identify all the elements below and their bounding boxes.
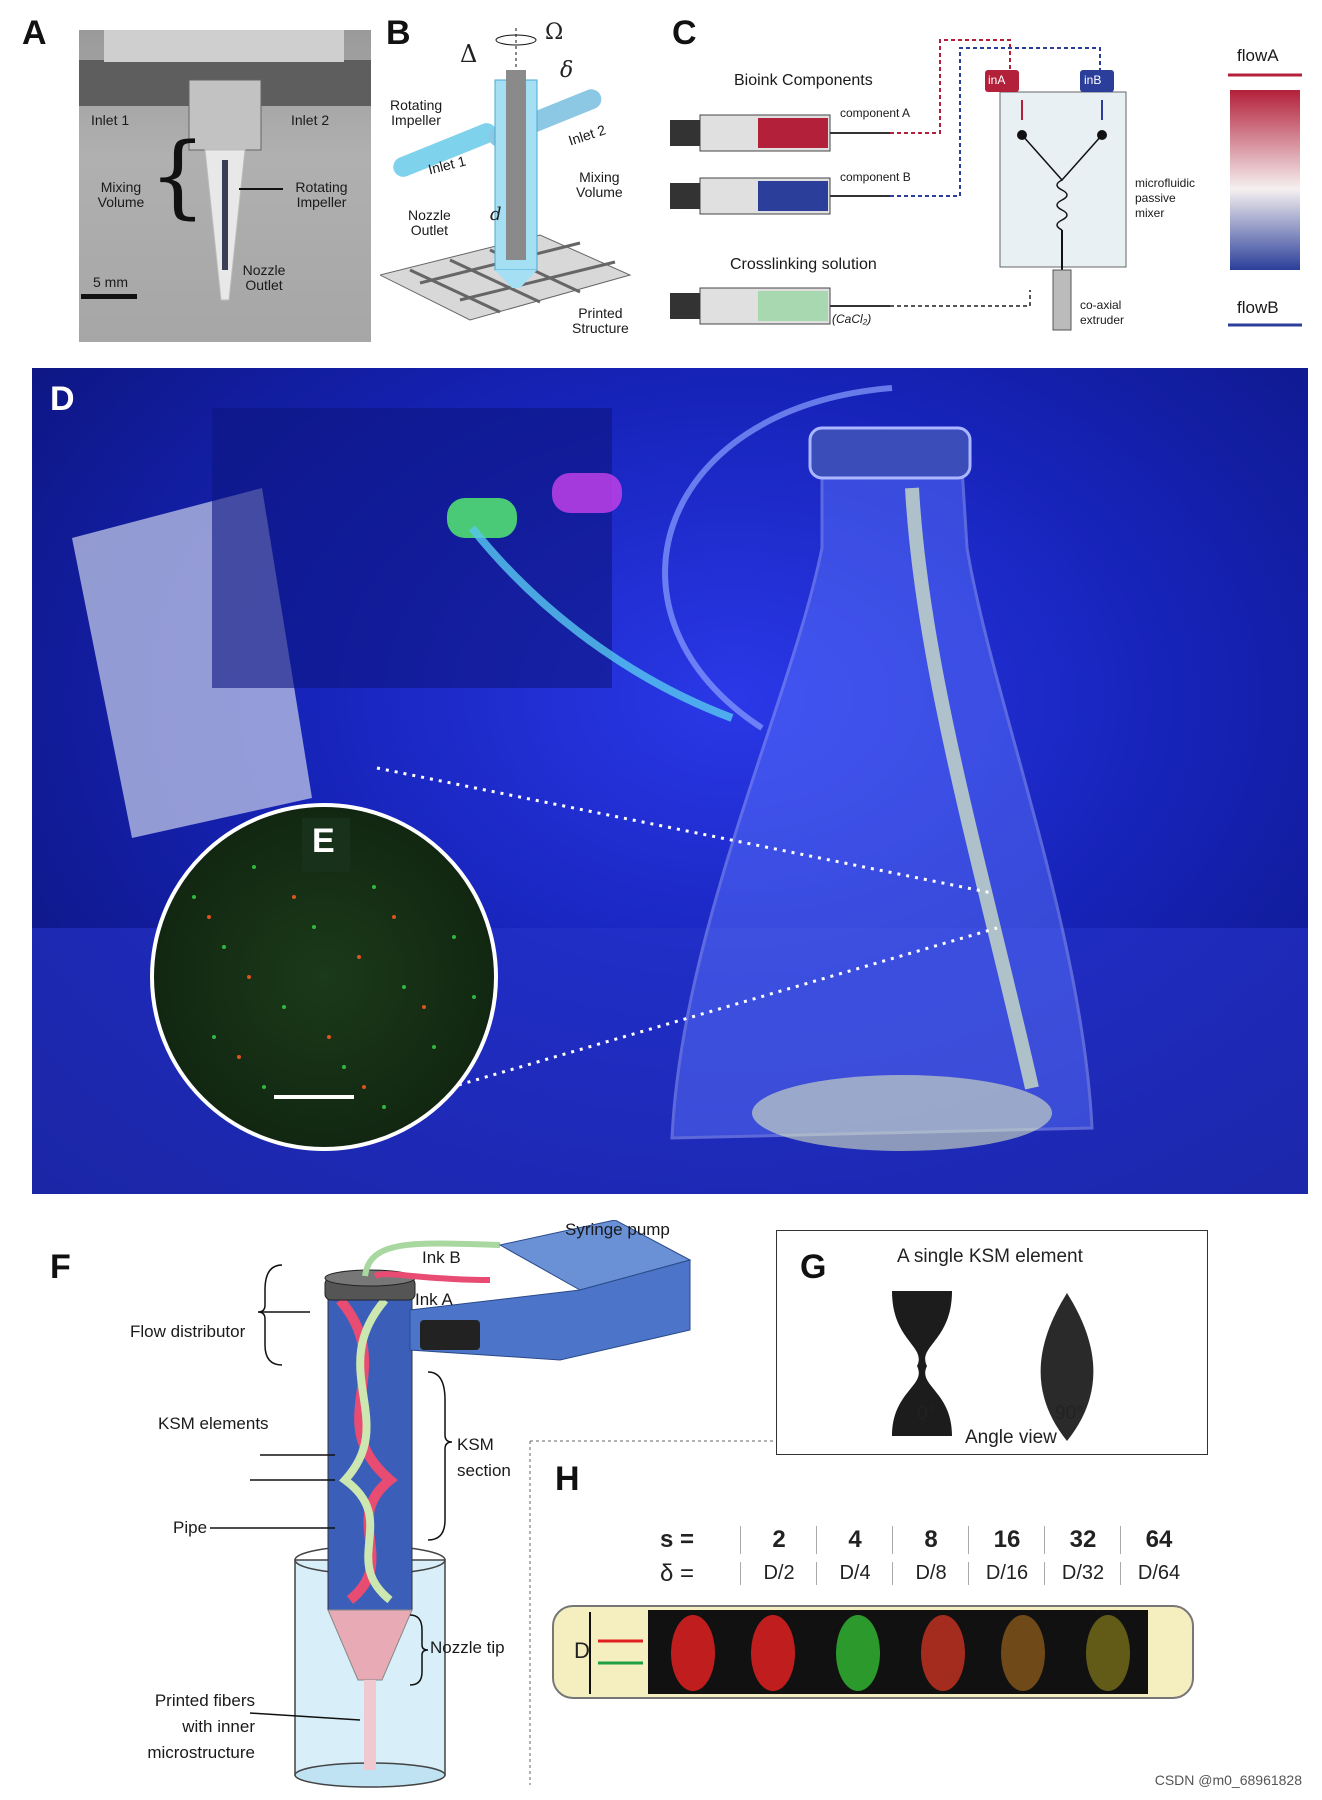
h-s-value: 4 <box>816 1526 893 1554</box>
nozzle-outlet-label: Nozzle Outlet <box>242 262 286 293</box>
cacl2-label: (CaCl₂) <box>832 312 872 326</box>
printed-structure-label: Printed Structure <box>572 305 629 336</box>
s-row-label: s = <box>660 1526 695 1553</box>
panel-label-h: H <box>555 1460 580 1498</box>
flow-distributor-label: Flow distributor <box>130 1322 246 1341</box>
h-s-value: 32 <box>1044 1526 1121 1554</box>
angle-0-label: 0° <box>917 1403 936 1424</box>
angle-90-label: 90° <box>1055 1403 1084 1424</box>
diameter-d-label: D <box>574 1638 590 1663</box>
component-b-label: component B <box>840 170 911 184</box>
h-s-value: 8 <box>892 1526 969 1554</box>
h-delta-value: D/32 <box>1044 1562 1121 1585</box>
mixing-volume-label: Mixing Volume <box>97 179 145 210</box>
panel-label-c: C <box>672 14 697 52</box>
flask-scene-illustration <box>32 385 1308 1194</box>
h-delta-value: D/16 <box>968 1562 1045 1585</box>
panel-e-label-bg <box>302 818 350 872</box>
watermark: CSDN @m0_68961828 <box>1154 1772 1302 1788</box>
panel-label-g: G <box>800 1248 827 1286</box>
panel-b-diagram: Δ Ω δ Rotating Impeller Inlet 1 Inlet 2 … <box>378 20 645 340</box>
h-delta-value: D/2 <box>740 1562 817 1585</box>
ink-b-label: Ink B <box>422 1248 461 1267</box>
crosslinking-label: Crosslinking solution <box>730 256 877 273</box>
component-a-label: component A <box>840 106 911 120</box>
delta-big-symbol: Δ <box>460 40 478 68</box>
mixing-brace: { <box>149 124 207 229</box>
panel-label-b: B <box>386 14 411 52</box>
impeller-arrow <box>239 188 283 190</box>
ksm-element-title: A single KSM element <box>897 1246 1083 1267</box>
angle-view-label: Angle view <box>965 1427 1057 1448</box>
panel-label-f: F <box>50 1248 71 1286</box>
inlet1-label: Inlet 1 <box>91 112 130 128</box>
bioink-components-label: Bioink Components <box>734 72 873 89</box>
panel-label-a: A <box>22 14 47 52</box>
panel-c-diagram: Bioink Components component A component … <box>670 20 1310 340</box>
h-delta-value: D/64 <box>1120 1562 1197 1585</box>
passive-mixer-label: microfluidic passive mixer <box>1135 176 1196 220</box>
panel-f-diagram: Ink B Ink A Syringe pump Flow distributo… <box>110 1219 710 1790</box>
h-s-value: 64 <box>1120 1526 1197 1554</box>
h-delta-value: D/8 <box>892 1562 969 1585</box>
nozzle-photo-illustration <box>79 30 371 301</box>
panel-g-box: A single KSM element 0° 90° Angle view <box>776 1230 1208 1455</box>
extruder-label: co-axial extruder <box>1080 298 1125 327</box>
h-s-value: 16 <box>968 1526 1045 1554</box>
ksm-element-views <box>892 1291 1094 1441</box>
zoom-lines <box>376 766 998 1102</box>
printed-fibers-label: Printed fibers with inner microstructure <box>147 1691 255 1762</box>
flow-b-label: flowB <box>1237 298 1279 317</box>
panel-label-d: D <box>50 380 75 418</box>
delta-small-symbol: δ <box>560 58 574 83</box>
scale-bar-label: 5 mm <box>93 274 128 290</box>
ksm-elements-label: KSM elements <box>158 1414 269 1433</box>
g-h-connector <box>529 1440 776 1785</box>
ink-a-label: Ink A <box>415 1290 453 1309</box>
rotating-impeller-label: Rotating Impeller <box>295 179 348 210</box>
ksm-series-illustration <box>552 1605 1194 1699</box>
delta-row-label: δ = <box>660 1560 695 1587</box>
microfluidic-schematic <box>670 39 1302 331</box>
h-s-value: 2 <box>740 1526 817 1554</box>
panel-h-tube: D <box>548 1598 1208 1708</box>
h-delta-value: D/4 <box>816 1562 893 1585</box>
pipe-label: Pipe <box>173 1518 208 1537</box>
omega-symbol: Ω <box>545 20 564 45</box>
flow-a-label: flowA <box>1237 46 1279 65</box>
inlet2-label: Inlet 2 <box>291 112 330 128</box>
impeller-schematic <box>378 28 632 321</box>
ksm-section-label: KSM section <box>457 1435 511 1480</box>
panel-label-e: E <box>312 822 335 860</box>
d-symbol: d <box>490 204 502 225</box>
ksm-printhead-illustration <box>210 1219 692 1788</box>
syringe-pump-label: Syringe pump <box>565 1220 670 1239</box>
rotating-impeller-label-b: Rotating Impeller <box>390 97 443 128</box>
nozzle-tip-label: Nozzle tip <box>430 1638 505 1657</box>
panel-a-photo: Inlet 1 Inlet 2 Mixing Volume { Rotating… <box>79 30 371 342</box>
mixing-volume-label-b: Mixing Volume <box>576 169 623 200</box>
panel-d-photo <box>32 368 1308 1194</box>
nozzle-outlet-label-b: Nozzle Outlet <box>408 207 451 238</box>
in-b-label: inB <box>1084 73 1102 87</box>
in-a-label: inA <box>988 73 1006 87</box>
